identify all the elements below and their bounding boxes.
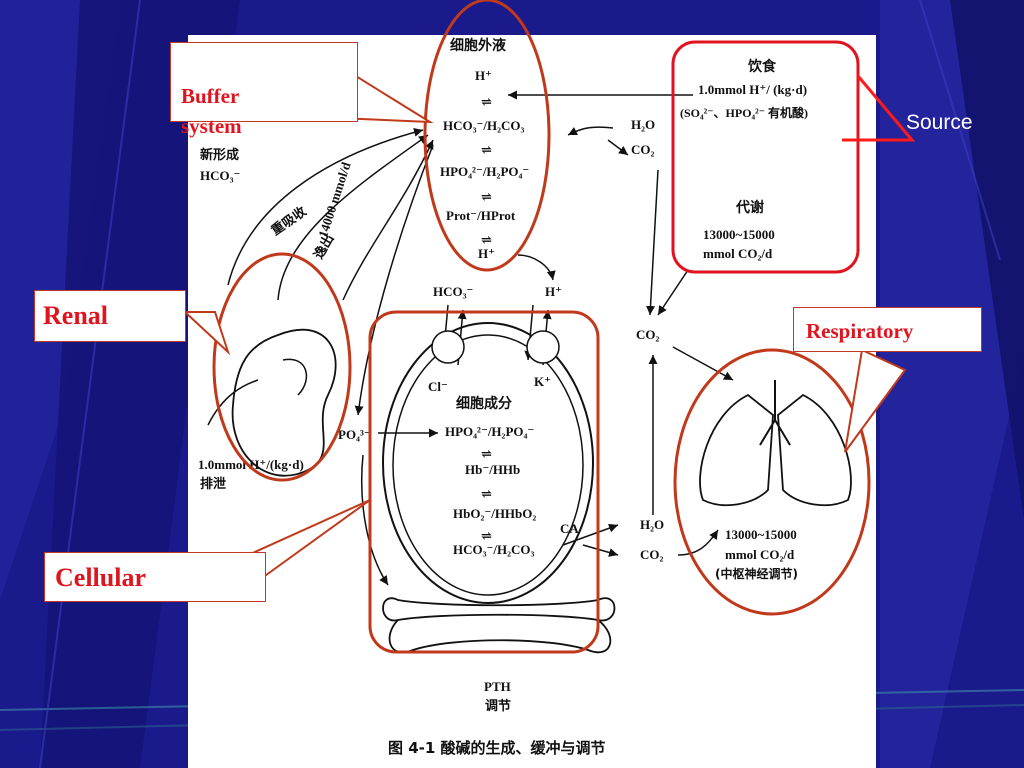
k-ion: K⁺	[534, 374, 551, 389]
cl-ion: Cl⁻	[428, 379, 448, 394]
eq-sign-5: ⇌	[481, 446, 492, 461]
new-hco3-line1: 新形成	[200, 148, 240, 163]
renal-ellipse	[212, 252, 352, 482]
h2o-top: H₂O	[631, 117, 656, 132]
right-lung-drawing	[777, 393, 852, 507]
source-pointer	[842, 75, 916, 142]
cell-hco3: HCO₃⁻	[433, 284, 474, 299]
eq-sign-2: ⇌	[481, 142, 492, 157]
co2-mid: CO₂	[636, 327, 660, 342]
eq-sign-6: ⇌	[481, 486, 492, 501]
cell-outer-membrane	[382, 322, 594, 604]
buffer-ellipse	[423, 0, 551, 272]
excrete-rate: 1.0mmol H⁺/(kg·d)	[198, 457, 304, 472]
metab-rate-1: 13000~15000	[703, 227, 775, 242]
cellular-callout: Cellular	[44, 552, 266, 602]
cellular-highlight	[368, 310, 600, 654]
co2-to-lung-arrow	[672, 346, 734, 381]
k-channel	[526, 330, 560, 364]
eq-sign-4: ⇌	[481, 232, 492, 247]
eq-sign-1: ⇌	[481, 94, 492, 109]
ecf-title: 细胞外液	[450, 38, 506, 54]
cell-h: H⁺	[545, 284, 562, 299]
respiratory-ellipse	[673, 348, 871, 616]
eq-sign-7: ⇌	[481, 528, 492, 543]
flow-down-arrow	[354, 144, 434, 416]
po4-left: PO₄³⁻	[338, 427, 371, 442]
cell-hb: Hb⁻/HHb	[465, 462, 521, 477]
pth-regulation: 调节	[485, 699, 512, 714]
source-highlight	[671, 40, 860, 274]
respiratory-pointer	[844, 348, 907, 453]
buffer-system-callout: Buffer system	[170, 42, 358, 138]
acid-base-figure: 细胞外液 H⁺ ⇌ HCO₃⁻/H₂CO₃ ⇌ HPO₄²⁻/H₂PO₄⁻ ⇌ …	[188, 35, 876, 768]
respiratory-callout: Respiratory	[793, 307, 982, 352]
carbonic-to-buffer-arrow	[567, 126, 614, 136]
co2-bottom: CO₂	[640, 547, 664, 562]
renal-callout: Renal	[34, 290, 186, 342]
cl-channel	[431, 330, 465, 364]
escape-arrow	[342, 139, 434, 301]
cellular-label: Cellular	[55, 563, 146, 592]
ecf-h: H⁺	[475, 68, 492, 83]
renal-pointer	[182, 311, 231, 356]
metab-rate-2: mmol CO₂/d	[703, 246, 773, 261]
pth-label: PTH	[484, 679, 511, 694]
cell-hbo2: HbO₂⁻/HHbO₂	[453, 506, 537, 521]
water-co2-arrow	[607, 139, 629, 156]
ecf-hco3: HCO₃⁻/H₂CO₃	[443, 118, 525, 133]
ecf-prot: Prot⁻/HProt	[446, 208, 516, 223]
reabsorb-arrow	[277, 134, 429, 301]
diet-rate: 1.0mmol H⁺/ (kg·d)	[698, 82, 808, 97]
cell-title: 细胞成分	[456, 396, 512, 412]
new-hco3-line2: HCO₃⁻	[200, 168, 241, 183]
excrete-label: 排泄	[200, 477, 227, 492]
cell-hco3-pair: HCO₃⁻/H₂CO₃	[453, 542, 535, 557]
lung-rate-2: mmol CO₂/d	[725, 547, 795, 562]
metab-title: 代谢	[736, 200, 764, 216]
diet-co2-arrow	[657, 269, 689, 316]
figure-caption: 图 4-1 酸碱的生成、缓冲与调节	[388, 739, 606, 757]
cell-inner-membrane	[392, 334, 584, 596]
eq-sign-3: ⇌	[481, 189, 492, 204]
metab-to-co2-arrow	[646, 169, 659, 316]
ecf-hpo4: HPO₄²⁻/H₂PO₄⁻	[440, 164, 530, 179]
lung-regulation: (中枢神经调节)	[715, 567, 798, 581]
renal-label: Renal	[43, 301, 108, 330]
diet-title: 饮食	[748, 59, 776, 75]
new-hco3-arrow	[227, 127, 424, 286]
co2-top: CO₂	[631, 142, 655, 157]
figure-drawing	[207, 90, 852, 653]
buffer-system-label: Buffer system	[181, 84, 242, 138]
ecf-h-bottom: H⁺	[478, 246, 495, 261]
source-label: Source	[906, 111, 973, 134]
respiratory-label: Respiratory	[806, 319, 914, 343]
h2o-bottom: H₂O	[640, 517, 665, 532]
lung-rate-1: 13000~15000	[725, 527, 797, 542]
to-bone-arrow	[360, 454, 389, 586]
cell-hpo4: HPO₄²⁻/H₂PO₄⁻	[445, 424, 535, 439]
ca-label: CA	[560, 521, 579, 536]
diet-sources: (SO₄²⁻、HPO₄²⁻ 有机酸)	[680, 106, 809, 120]
left-lung-drawing	[699, 393, 774, 507]
